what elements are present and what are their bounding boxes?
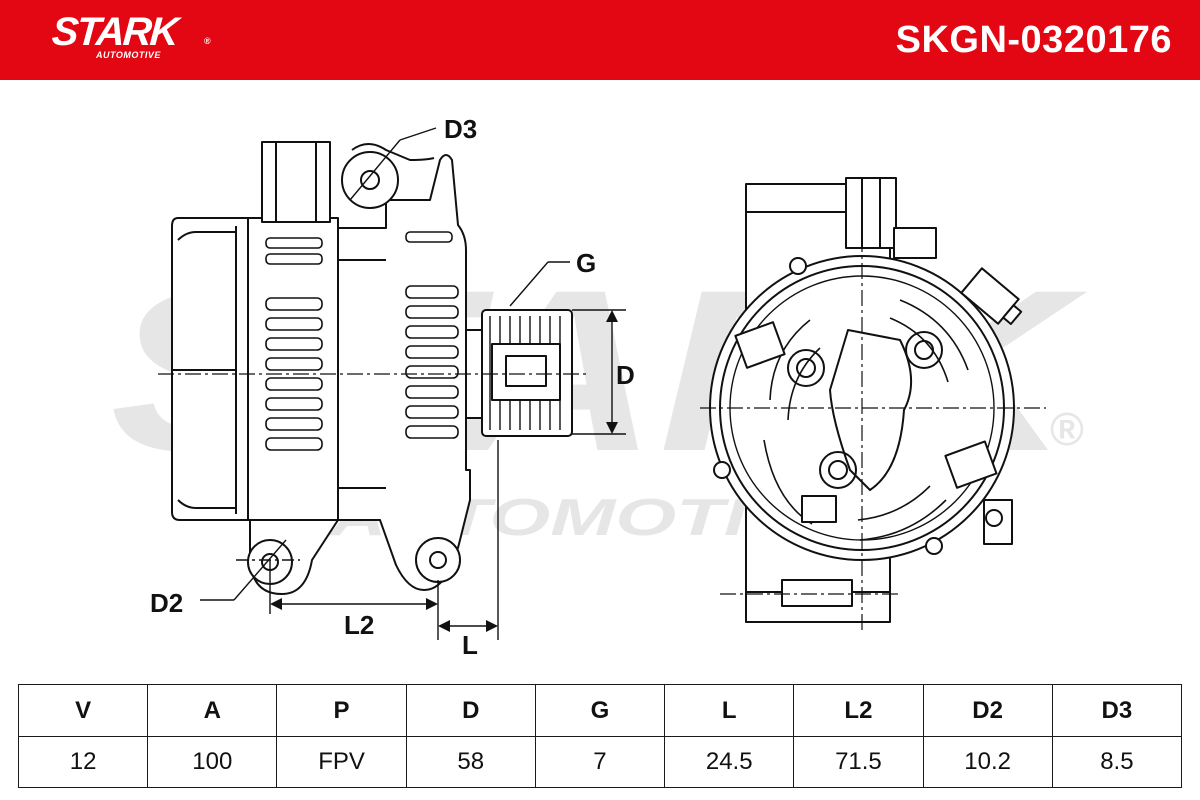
spec-value: 58 [405, 736, 536, 788]
spec-header: L [664, 684, 795, 737]
label-d: D [616, 360, 635, 390]
spec-value: 71.5 [793, 736, 924, 788]
spec-header: D3 [1051, 684, 1183, 737]
spec-header: P [276, 684, 407, 737]
spec-value: FPV [276, 736, 407, 788]
label-l: L [462, 630, 478, 660]
alternator-diagram: STARK AUTOMOTIVE ® [110, 114, 1088, 660]
label-l2: L2 [344, 610, 374, 640]
spec-header: L2 [793, 684, 924, 737]
part-number: SKGN-0320176 [895, 19, 1172, 61]
spec-header: D2 [922, 684, 1053, 737]
spec-header-row: V A P D G L L2 D2 D3 [17, 684, 1183, 737]
brand-logo-subtext: AUTOMOTIVE [96, 50, 161, 60]
label-g: G [576, 248, 596, 278]
side-view [158, 141, 586, 595]
registered-mark: ® [204, 36, 211, 46]
front-view [700, 177, 1046, 630]
brand-logo-text: STARK [50, 10, 179, 54]
spec-value: 10.2 [922, 736, 1053, 788]
spec-value: 12 [17, 736, 149, 788]
spec-value: 8.5 [1051, 736, 1183, 788]
spec-header: V [17, 684, 149, 737]
spec-value: 7 [534, 736, 666, 788]
spec-header: A [147, 684, 278, 737]
watermark-reg-mark: ® [1050, 403, 1084, 455]
spec-table: V A P D G L L2 D2 D3 12 100 FPV 58 7 24.… [17, 684, 1183, 788]
spec-value-row: 12 100 FPV 58 7 24.5 71.5 10.2 8.5 [17, 736, 1183, 788]
dimension-lines [200, 127, 626, 640]
spec-header: D [405, 684, 536, 737]
spec-header: G [534, 684, 666, 737]
brand-logo: STARK AUTOMOTIVE ® [50, 10, 210, 60]
spec-value: 24.5 [664, 736, 795, 788]
spec-value: 100 [147, 736, 278, 788]
header-bar: STARK AUTOMOTIVE ® SKGN-0320176 [0, 0, 1200, 80]
label-d2: D2 [150, 588, 183, 618]
label-d3: D3 [444, 114, 477, 144]
